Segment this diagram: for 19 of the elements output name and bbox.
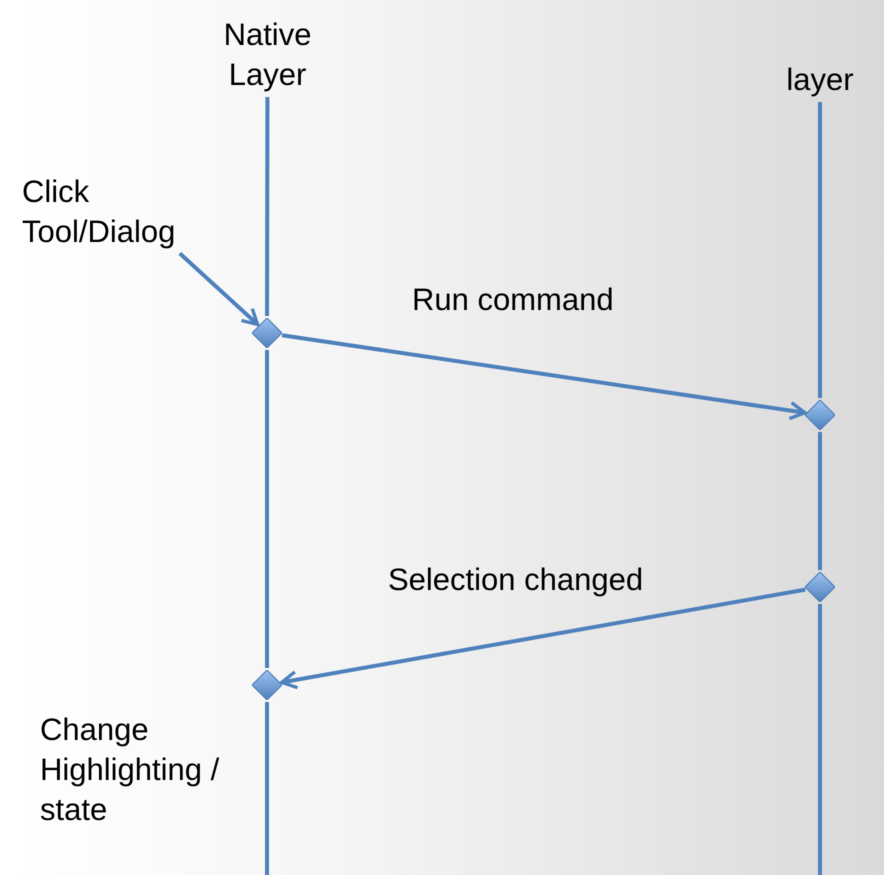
note-text: Change Highlighting / state — [40, 711, 220, 829]
lifeline — [265, 350, 269, 668]
edge-label: Run command — [412, 281, 614, 319]
lifeline-title: layer — [775, 60, 865, 100]
lifeline-title: Native Layer — [205, 15, 330, 95]
lifeline — [818, 102, 822, 398]
activation-diamond — [252, 318, 282, 348]
message-arrow — [280, 588, 806, 690]
lifeline — [818, 604, 822, 875]
activation-diamond — [805, 400, 835, 430]
edge-label: Selection changed — [388, 561, 644, 599]
activation-diamond — [252, 670, 282, 700]
action-label: Click Tool/Dialog — [22, 172, 247, 252]
message-arrow — [178, 252, 260, 326]
lifeline — [818, 432, 822, 570]
activation-diamond — [805, 572, 835, 602]
lifeline — [265, 97, 270, 316]
lifeline — [265, 702, 269, 875]
message-arrow — [282, 333, 807, 420]
